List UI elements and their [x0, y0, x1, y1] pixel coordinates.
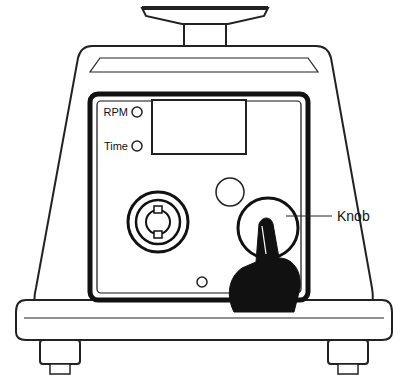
- foot: [328, 340, 368, 364]
- foot-pad: [338, 364, 358, 374]
- indicator-label: RPM: [104, 107, 128, 118]
- socket-pin: [154, 231, 162, 238]
- small-button: [216, 178, 244, 206]
- pressing-hand: [229, 218, 300, 312]
- display-window: [152, 100, 246, 154]
- rpm-led: [132, 107, 142, 117]
- foot-pad: [50, 364, 70, 374]
- cup-stem: [184, 24, 226, 46]
- base: [16, 300, 392, 340]
- housing: [35, 46, 373, 316]
- time-led: [132, 141, 142, 151]
- base-line: [24, 317, 384, 318]
- leader-line: [286, 216, 332, 217]
- socket-inner-ring: [136, 200, 180, 244]
- callout-label: Knob: [337, 209, 370, 223]
- indicator-label: Time: [104, 141, 128, 152]
- socket-pin: [154, 206, 162, 213]
- foot: [40, 340, 80, 364]
- mixing-cup: [142, 8, 268, 24]
- cup-rim: [142, 6, 268, 10]
- finger-line: [262, 226, 266, 254]
- housing-ridge: [90, 58, 318, 72]
- small-indicator: [197, 277, 207, 287]
- socket-ring: [128, 192, 188, 252]
